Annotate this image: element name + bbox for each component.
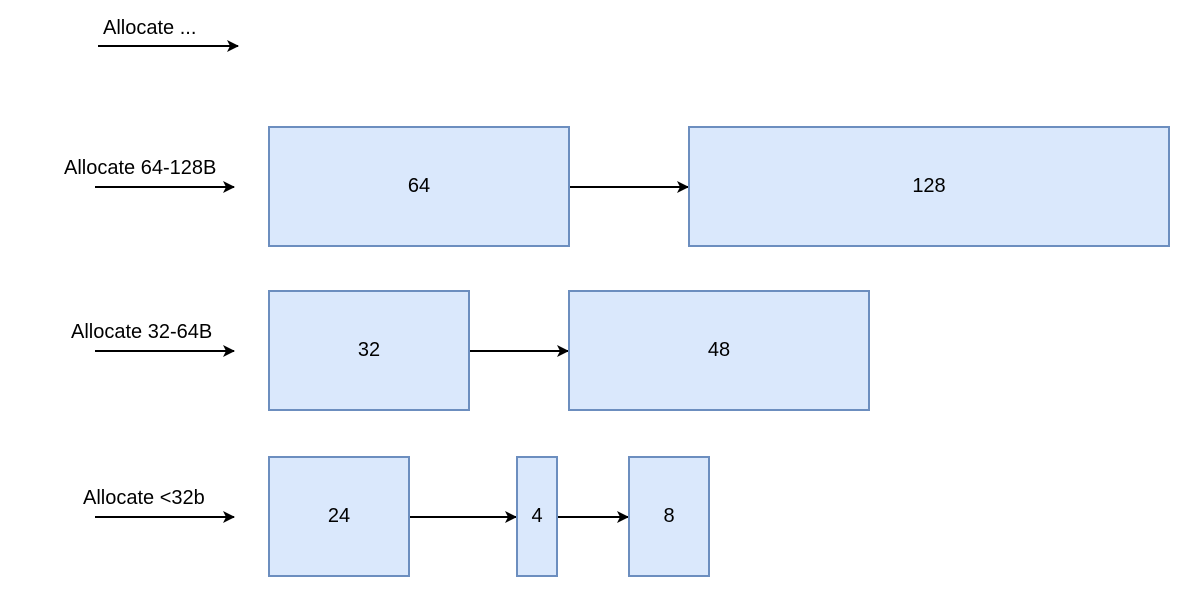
block-64: 64 bbox=[268, 126, 570, 247]
row-label-32-64: Allocate 32-64B bbox=[71, 321, 213, 343]
row-label-64-128: Allocate 64-128B bbox=[64, 157, 217, 179]
block-128: 128 bbox=[688, 126, 1170, 247]
block-32: 32 bbox=[268, 290, 470, 411]
block-4: 4 bbox=[516, 456, 558, 577]
block-8: 8 bbox=[628, 456, 710, 577]
block-24: 24 bbox=[268, 456, 410, 577]
row-label-other: Allocate ... bbox=[103, 17, 197, 39]
row-label-under-32: Allocate <32b bbox=[83, 487, 205, 509]
block-48: 48 bbox=[568, 290, 870, 411]
